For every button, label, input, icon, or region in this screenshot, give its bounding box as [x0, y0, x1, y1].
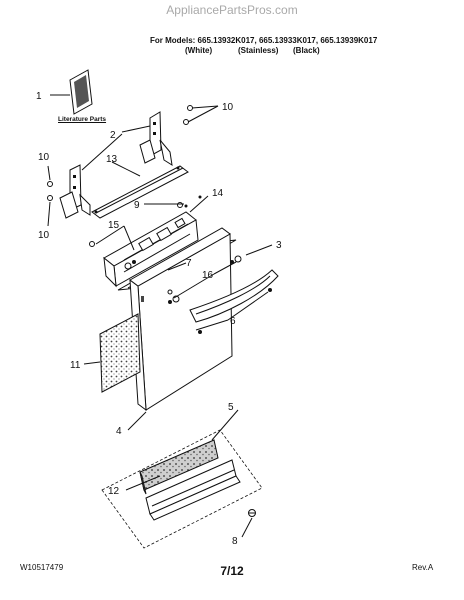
- callout-3: 3: [276, 240, 282, 251]
- door-handle: [189, 269, 279, 334]
- variant-white: (White): [185, 46, 213, 55]
- top-trim-strip: [91, 165, 189, 219]
- callout-1: 1: [36, 91, 42, 102]
- literature-parts-label: Literature Parts: [58, 116, 107, 123]
- callout-12: 12: [108, 486, 120, 497]
- variant-black: (Black): [293, 46, 320, 55]
- page-number: 7/12: [220, 564, 244, 578]
- models-line: For Models: 665.13932K017, 665.13933K017…: [150, 36, 378, 45]
- callout-14: 14: [212, 188, 224, 199]
- mounting-screws: [47, 105, 193, 295]
- callout-10-bottom: 10: [38, 230, 50, 241]
- callout-7: 7: [186, 258, 192, 269]
- callout-8: 8: [232, 536, 238, 547]
- control-console: [103, 195, 202, 288]
- callout-4: 4: [116, 426, 122, 437]
- outer-door-panel: [129, 227, 233, 412]
- callout-10-top: 10: [222, 102, 234, 113]
- callout-9: 9: [134, 200, 140, 211]
- callout-labels: 1 2 3 4 5 6 7 8 9 10 10 10 11 12 13 14 1…: [36, 91, 282, 547]
- hinge-bracket-right: [139, 111, 173, 167]
- callout-10-left: 10: [38, 152, 50, 163]
- callout-13: 13: [106, 154, 118, 165]
- literature-booklet: [69, 69, 93, 115]
- callout-16: 16: [202, 270, 214, 281]
- leader-lines: [47, 94, 273, 538]
- document-number: W10517479: [20, 563, 64, 572]
- hinge-bracket-left: [59, 164, 91, 219]
- callout-15: 15: [108, 220, 120, 231]
- revision-label: Rev.A: [412, 563, 434, 572]
- toe-kick-panel: [145, 459, 241, 521]
- watermark: AppliancePartsPros.com: [166, 3, 298, 17]
- toe-kick-group-box: [101, 429, 263, 549]
- toe-kick-screw: [248, 509, 256, 517]
- callout-11: 11: [70, 360, 81, 371]
- variant-stainless: (Stainless): [238, 46, 279, 55]
- callout-5: 5: [228, 402, 234, 413]
- callout-2: 2: [110, 130, 116, 141]
- callout-6: 6: [230, 316, 236, 327]
- insulation-pad: [99, 313, 141, 393]
